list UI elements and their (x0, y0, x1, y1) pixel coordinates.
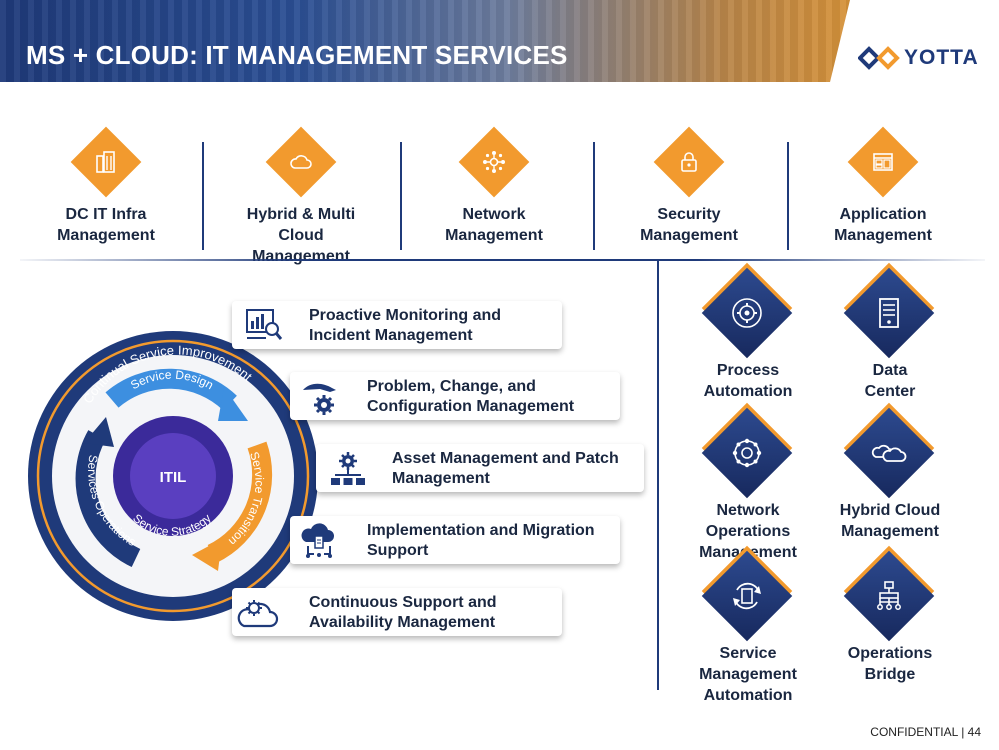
outer-ring-orange-line (36, 339, 310, 613)
monitoring-icon (246, 309, 283, 340)
horizontal-divider (20, 259, 985, 261)
service-label-line1: Implementation and Migration (367, 522, 595, 539)
category-label-line2: Management (834, 227, 932, 244)
item-network-operations: Network OperationsManagement (678, 402, 818, 563)
item-label-line2: Center (864, 383, 916, 400)
service-label-line2: Availability Management (309, 614, 496, 631)
service-label-line1: Problem, Change, and (367, 378, 536, 395)
cloud-migration-icon (301, 523, 334, 558)
service-label-line2: Configuration Management (367, 398, 575, 415)
server-rack-icon (879, 298, 899, 328)
app-window-icon (873, 153, 893, 171)
org-chart-icon (877, 581, 901, 610)
item-label-line1: Hybrid Cloud (839, 502, 941, 519)
clouds-icon (871, 444, 907, 462)
cloud-gear-icon (237, 600, 279, 628)
cycle-doc-icon (733, 582, 761, 610)
transition-arrowhead (192, 539, 222, 571)
item-label-line2: Bridge (864, 666, 916, 683)
category-label-line2: Management (252, 248, 350, 265)
yotta-logo: YOTTA (858, 44, 979, 72)
operations-arrow (75, 430, 141, 568)
category-divider (202, 142, 204, 250)
page-title: MS + CLOUD: IT MANAGEMENT SERVICES (26, 40, 568, 70)
itil-core (130, 433, 216, 519)
service-label-line1: Continuous Support and (309, 594, 497, 611)
design-arrow (105, 368, 237, 411)
header-background (0, 0, 850, 82)
operations-arrowhead (84, 417, 114, 447)
transition-arrow (207, 441, 273, 564)
item-label-line2: Automation (703, 383, 793, 400)
category-label-line2: Management (57, 227, 155, 244)
category-divider (593, 142, 595, 250)
vertical-divider (657, 260, 659, 690)
hand-gear-icon (303, 383, 336, 415)
header-banner: MS + CLOUD: IT MANAGEMENT SERVICES YOTTA (0, 0, 999, 82)
category-label-line1: Security (657, 206, 721, 223)
category-label-line2: Management (445, 227, 543, 244)
item-label-line1: Network Operations (705, 502, 791, 540)
design-arrowhead (218, 387, 248, 421)
network-hub-icon (483, 151, 505, 173)
category-label-line2: Management (640, 227, 738, 244)
item-label-line1: Operations (847, 645, 933, 662)
item-label-line1: Service Management (699, 645, 797, 683)
service-label-line1: Asset Management and Patch (392, 450, 619, 467)
building-icon (96, 151, 115, 173)
footer-confidential: CONFIDENTIAL | 44 (870, 725, 981, 739)
category-divider (787, 142, 789, 250)
service-label-line1: Proactive Monitoring and (309, 307, 502, 324)
item-label-line2: Automation (703, 687, 793, 704)
service-label-line2: Support (367, 542, 429, 559)
category-divider (400, 142, 402, 250)
service-label-line2: Incident Management (309, 327, 473, 344)
network-gear-icon (732, 438, 762, 468)
category-label-line1: Hybrid & Multi Cloud (246, 206, 356, 244)
gear-cycle-icon (732, 298, 762, 328)
cloud-icon (290, 155, 312, 169)
itil-center-label: ITIL (160, 469, 187, 486)
yotta-logo-mark-icon (858, 46, 900, 70)
itil-lifecycle-diagram: ITIL Continual Service Improvement Servi… (25, 328, 321, 624)
category-label-line1: DC IT Infra (65, 206, 147, 223)
item-label-line1: Process (716, 362, 780, 379)
category-label-line1: Application (839, 206, 927, 223)
service-label-line2: Management (392, 470, 490, 487)
lock-icon (681, 152, 697, 172)
logo-text: YOTTA (904, 46, 979, 69)
item-label-line2: Management (841, 523, 939, 540)
gear-hierarchy-icon (331, 452, 365, 485)
item-label-line1: Data (872, 362, 908, 379)
category-label-line1: Network (462, 206, 526, 223)
